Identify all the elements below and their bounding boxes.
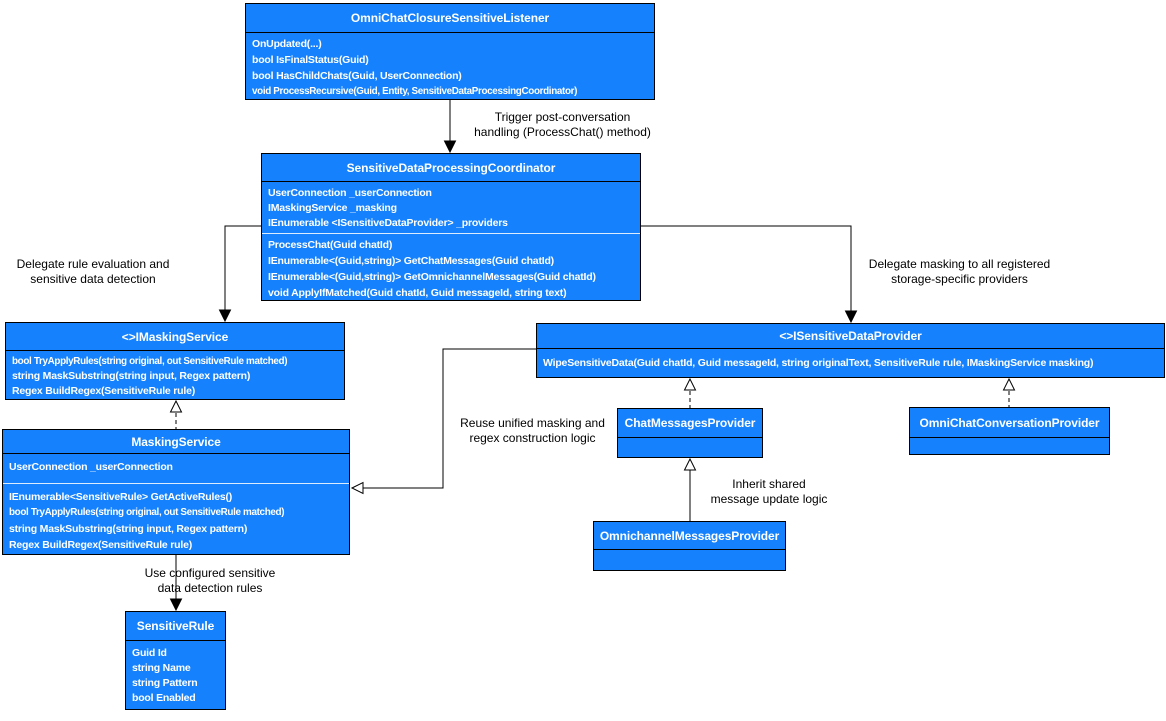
uml-method-row: bool TryApplyRules(string original, out … [12, 356, 288, 367]
class-methods: IEnumerable<SensitiveRule> GetActiveRule… [3, 484, 349, 554]
uml-member-row: bool IsFinalStatus(Guid) [252, 54, 369, 66]
class-title: SensitiveDataProcessingCoordinator [262, 154, 640, 182]
class-omnichatconversationprovider[interactable]: OmniChatConversationProvider [909, 407, 1110, 455]
interface-isensitivedataprovider[interactable]: <>ISensitiveDataProvider WipeSensitiveDa… [536, 323, 1165, 378]
uml-method-row: ProcessChat(Guid chatId) [268, 239, 393, 251]
uml-method-row: IEnumerable<(Guid,string)> GetChatMessag… [268, 255, 554, 267]
class-title: OmniChatClosureSensitiveListener [246, 4, 654, 33]
interface-imaskingservice[interactable]: <>IMaskingService bool TryApplyRules(str… [5, 322, 345, 400]
edge-reuse [350, 348, 536, 495]
uml-field-row: string Name [132, 662, 191, 674]
edge-label-use-rules[interactable]: Use configured sensitive data detection … [144, 566, 276, 595]
edge-use-rules [169, 555, 183, 612]
class-title-text: OmniChatConversationProvider [919, 415, 1100, 430]
edge-label-delegate-masking[interactable]: Delegate masking to all registered stora… [868, 257, 1051, 286]
class-omnichannelmessagesprovider[interactable]: OmnichannelMessagesProvider [593, 521, 786, 571]
edge-realize-omnichatconversationprovider [1002, 377, 1016, 407]
edge-delegate-rules [218, 225, 261, 323]
class-body-empty [594, 550, 785, 570]
class-members: OnUpdated(...) bool IsFinalStatus(Guid) … [246, 33, 654, 99]
class-title-text: ChatMessagesProvider [624, 416, 756, 430]
class-methods: ProcessChat(Guid chatId) IEnumerable<(Gu… [262, 234, 640, 300]
uml-method-row: IEnumerable<(Guid,string)> GetOmnichanne… [268, 271, 596, 283]
uml-method-row: WipeSensitiveData(Guid chatId, Guid mess… [543, 357, 1094, 369]
class-sensitivedataprocessingcoordinator[interactable]: SensitiveDataProcessingCoordinator UserC… [261, 153, 641, 301]
class-title-text: ISensitiveDataProvider [793, 329, 922, 343]
class-omnichatclosuresensitivelistener[interactable]: OmniChatClosureSensitiveListener OnUpdat… [245, 3, 655, 100]
edge-label-inherit[interactable]: Inherit shared message update logic [710, 477, 828, 506]
class-title: MaskingService [3, 430, 349, 454]
class-chatmessagesprovider[interactable]: ChatMessagesProvider [617, 408, 763, 458]
class-body-empty [910, 438, 1109, 454]
edge-realize-chatmessagesprovider [683, 377, 697, 408]
uml-member-row: OnUpdated(...) [252, 38, 322, 50]
edge-label-reuse[interactable]: Reuse unified masking and regex construc… [460, 416, 605, 445]
uml-member-row: bool HasChildChats(Guid, UserConnection) [252, 70, 462, 82]
class-title-text: OmniChatClosureSensitiveListener [350, 11, 550, 25]
edge-label-trigger[interactable]: Trigger post-conversation handling (Proc… [474, 110, 651, 139]
uml-method-row: IEnumerable<SensitiveRule> GetActiveRule… [9, 491, 233, 503]
class-maskingservice[interactable]: MaskingService UserConnection _userConne… [2, 429, 350, 555]
class-title-text: IMaskingService [135, 329, 229, 344]
class-title-text: OmnichannelMessagesProvider [599, 528, 780, 543]
class-methods: bool TryApplyRules(string original, out … [6, 351, 344, 399]
uml-field-row: IMaskingService _masking [268, 202, 397, 214]
uml-field-row: Guid Id [132, 647, 167, 659]
class-body-empty [618, 438, 762, 457]
uml-member-row: void ProcessRecursive(Guid, Entity, Sens… [252, 86, 578, 97]
uml-method-row: Regex BuildRegex(SensitiveRule rule) [12, 385, 196, 397]
uml-method-row: bool TryApplyRules(string original, out … [9, 507, 285, 518]
uml-field-row: bool Enabled [132, 692, 196, 704]
uml-field-row: string Pattern [132, 677, 198, 689]
class-title: OmniChatConversationProvider [910, 408, 1109, 438]
uml-method-row: Regex BuildRegex(SensitiveRule rule) [9, 539, 193, 551]
edge-realize-maskingservice [169, 399, 183, 429]
class-title: <>IMaskingService [6, 323, 344, 351]
edge-delegate-masking [641, 225, 858, 324]
class-title: ChatMessagesProvider [618, 409, 762, 438]
edge-inherit-omnichannelmessagesprovider [683, 457, 697, 521]
class-methods: WipeSensitiveData(Guid chatId, Guid mess… [537, 349, 1164, 377]
interface-stereotype-icon: <> [121, 329, 136, 344]
uml-field-row: IEnumerable <ISensitiveDataProvider> _pr… [268, 217, 508, 229]
interface-stereotype-icon: <> [779, 329, 794, 343]
uml-method-row: string MaskSubstring(string input, Regex… [9, 523, 248, 535]
class-fields: Guid Id string Name string Pattern bool … [126, 641, 225, 709]
class-sensitiverule[interactable]: SensitiveRule Guid Id string Name string… [125, 611, 226, 710]
class-fields: UserConnection _userConnection [3, 454, 349, 484]
class-title-text: SensitiveRule [136, 619, 215, 633]
class-title-text: MaskingService [131, 434, 221, 449]
class-title: <>ISensitiveDataProvider [537, 324, 1164, 349]
uml-field-row: UserConnection _userConnection [268, 187, 432, 199]
class-title: OmnichannelMessagesProvider [594, 522, 785, 550]
edge-label-delegate-rules[interactable]: Delegate rule evaluation and sensitive d… [16, 257, 170, 286]
edge-trigger [443, 100, 457, 154]
uml-method-row: void ApplyIfMatched(Guid chatId, Guid me… [268, 287, 567, 299]
class-title-text: SensitiveDataProcessingCoordinator [346, 160, 556, 175]
uml-field-row: UserConnection _userConnection [9, 461, 173, 473]
class-fields: UserConnection _userConnection IMaskingS… [262, 182, 640, 234]
uml-method-row: string MaskSubstring(string input, Regex… [12, 370, 251, 382]
class-title: SensitiveRule [126, 612, 225, 641]
